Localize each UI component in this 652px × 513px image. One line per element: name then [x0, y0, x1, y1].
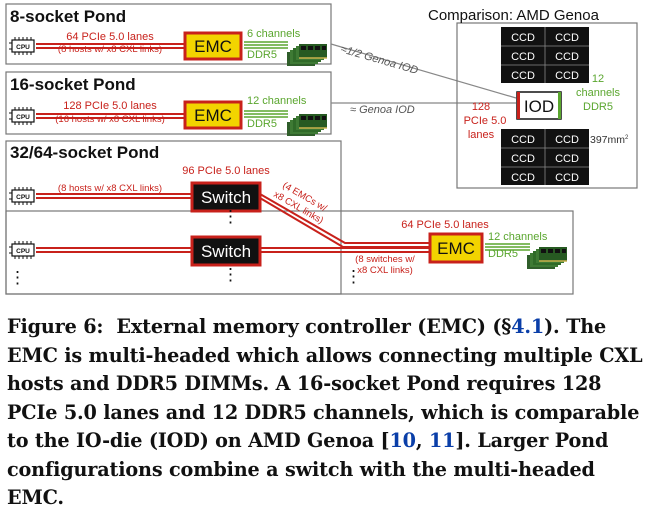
pond8-cpu-icon: CPU: [8, 36, 35, 56]
pond32-switches: (8 switches w/: [355, 254, 415, 265]
genoa-box: [456, 22, 638, 189]
caption-text-1: External memory controller (EMC) (§: [116, 315, 512, 338]
genoa-channels-1: 12: [592, 73, 604, 85]
svg-text:CCD: CCD: [511, 32, 535, 44]
pond8-emc-label: EMC: [194, 37, 232, 56]
pond32-cpu-icon-1: CPU: [8, 186, 35, 206]
pond8-title: 8-socket Pond: [10, 7, 126, 26]
caption-fig: Figure 6:: [7, 315, 104, 338]
pond16-cxl-link: [36, 113, 184, 119]
svg-text:CPU: CPU: [16, 194, 30, 201]
pond32-switch-lanes: 96 PCIe 5.0 lanes: [182, 165, 270, 177]
pond16-lanes: 128 PCIe 5.0 lanes: [63, 100, 157, 112]
pond32-dots-3: ⋮: [345, 267, 362, 286]
svg-text:CCD: CCD: [511, 70, 535, 82]
pond32-switch-1: Switch: [190, 181, 262, 213]
pond8-compare-line: [330, 43, 517, 99]
svg-text:CCD: CCD: [555, 70, 579, 82]
caption-text-2: ). The EMC is multi-headed which allows …: [7, 315, 643, 452]
pond8-channels: 6 channels: [247, 28, 301, 40]
pond32-ddr: DDR5: [488, 248, 518, 260]
pond16-emc-label: EMC: [194, 106, 232, 125]
svg-text:CCD: CCD: [555, 172, 579, 184]
pond16-channels: 12 channels: [247, 95, 307, 107]
pond16-title: 16-socket Pond: [10, 75, 136, 94]
pond16-compare-label: ≈ Genoa IOD: [350, 104, 415, 116]
pond32-host-link-2: [36, 247, 192, 253]
caption-ref-10[interactable]: 10: [389, 429, 416, 452]
pond8-compare-label: ≈1/2 Genoa IOD: [339, 43, 419, 77]
emc-diagram: 8-socket Pond CPU 64 PCIe 5.0 lanes (8 h…: [5, 3, 638, 295]
genoa-channels-3: DDR5: [583, 101, 613, 113]
pond8-emc-chip: EMC: [183, 31, 243, 61]
pond8-ddr: DDR5: [247, 49, 277, 61]
genoa-iod-chip: IOD: [516, 91, 562, 120]
svg-text:CCD: CCD: [511, 153, 535, 165]
cpu-label: CPU: [16, 44, 30, 51]
pond32-channels: 12 channels: [488, 231, 548, 243]
svg-text:CCD: CCD: [511, 134, 535, 146]
pond32-dots-1: ⋮: [222, 207, 239, 226]
genoa-iod-label: IOD: [524, 97, 554, 116]
pond32-host-link-1: [36, 193, 192, 199]
svg-text:CCD: CCD: [511, 51, 535, 63]
svg-text:CCD: CCD: [555, 134, 579, 146]
pond8-cxl-link: [36, 43, 184, 49]
caption-ref-section[interactable]: 4.1: [511, 315, 545, 338]
pond16-ddr-link: [244, 110, 288, 118]
pond16-emc-chip: EMC: [183, 100, 243, 130]
genoa-lanes-3: lanes: [468, 129, 495, 141]
pond8-box: [5, 3, 332, 65]
pond32-switches-2: x8 CXL links): [357, 265, 413, 276]
switch-label-1: Switch: [201, 188, 251, 207]
svg-text:CCD: CCD: [555, 153, 579, 165]
genoa-lanes-1: 128: [472, 101, 490, 113]
caption-ref-11[interactable]: 11: [428, 429, 456, 452]
pond32-hosts: (8 hosts w/ x8 CXL links): [58, 183, 162, 194]
pond32-cpu-icon-2: CPU: [8, 240, 35, 260]
svg-text:CCD: CCD: [555, 51, 579, 63]
caption-text-3: ,: [415, 429, 429, 452]
svg-text:CCD: CCD: [555, 32, 579, 44]
pond32-ddr-link: [485, 243, 530, 251]
pond32-switch-2: Switch: [190, 235, 262, 267]
pond32-emc-label: EMC: [437, 239, 475, 258]
genoa-title: Comparison: AMD Genoa: [428, 7, 600, 24]
pond32-dots-2: ⋮: [222, 265, 239, 284]
svg-text:CPU: CPU: [16, 114, 30, 121]
pond16-dimm-icon: [286, 113, 328, 137]
pond8-dimm-icon: [286, 43, 328, 67]
pond16-cpu-icon: CPU: [8, 106, 35, 126]
pond16-ddr: DDR5: [247, 118, 277, 130]
pond32-switch-emc-links: [259, 193, 430, 253]
svg-text:CPU: CPU: [16, 248, 30, 255]
pond32-dots-cpu: ⋮: [9, 268, 26, 287]
pond8-hosts: (8 hosts w/ x8 CXL links): [58, 44, 162, 55]
pond8-ddr-link: [244, 41, 288, 49]
genoa-area: 397mm2: [590, 134, 629, 146]
pond32-box: [5, 140, 342, 295]
genoa-channels-2: channels: [576, 87, 621, 99]
pond16-hosts: (16 hosts w/ x8 CXL links): [55, 114, 164, 125]
genoa-lanes-2: PCIe 5.0: [464, 115, 507, 127]
pond32-title: 32/64-socket Pond: [10, 143, 159, 162]
genoa-ccd-top: CCD CCD CCD CCD CCD CCD: [500, 26, 590, 84]
svg-text:CCD: CCD: [511, 172, 535, 184]
pond32-dimm-icon: [526, 246, 568, 270]
switch-label-2: Switch: [201, 242, 251, 261]
pond32-emc-chip: EMC: [428, 232, 484, 264]
genoa-ccd-bottom: CCD CCD CCD CCD CCD CCD: [500, 128, 590, 186]
figure-caption: Figure 6: External memory controller (EM…: [7, 313, 649, 513]
pond32-emc-lanes: 64 PCIe 5.0 lanes: [401, 219, 489, 231]
pond8-lanes: 64 PCIe 5.0 lanes: [66, 31, 154, 43]
